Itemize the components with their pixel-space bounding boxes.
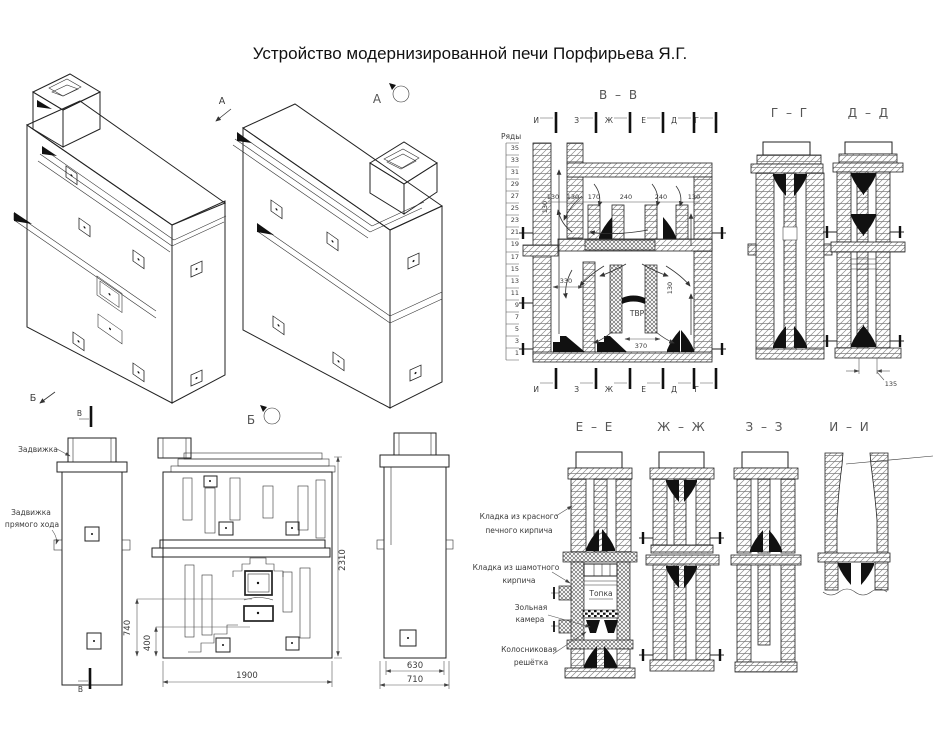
callout-shamot-1: Кладка из шамотного — [473, 563, 560, 572]
row-number: 23 — [511, 216, 519, 224]
section-gg: Г – Г — [747, 106, 833, 360]
section-dd: Д – Д 135 — [821, 106, 906, 388]
section-ee: Е – Е Топка — [473, 420, 638, 679]
callout-red-brick-2: печного кирпича — [485, 526, 552, 535]
callout-red-brick-1: Кладка из красного — [480, 512, 559, 521]
cut-marks-top: И З Ж Е Д Г — [533, 112, 718, 133]
front-view: Б — [123, 405, 348, 687]
row-number: 21 — [511, 228, 519, 236]
cut-letter: И — [533, 116, 539, 125]
cut-letter-v: В — [78, 685, 83, 694]
section-jj-label: Ж – Ж — [657, 420, 706, 434]
dim-label: 130 — [541, 201, 549, 213]
section-ii-label: И – И — [829, 420, 871, 434]
cut-letter: И — [533, 385, 539, 394]
isometric-view-back: А — [232, 83, 444, 409]
row-number: 11 — [511, 289, 519, 297]
row-number: 19 — [511, 240, 519, 248]
row-number: 5 — [515, 325, 519, 333]
cut-letter: Ж — [605, 116, 613, 125]
dim-label: 370 — [635, 342, 647, 350]
callout-zadv-ph-1: Задвижка — [11, 508, 51, 517]
side-view-right: 630 710 — [376, 432, 454, 689]
dim-label: 740 — [123, 620, 133, 636]
dim-label: 1900 — [236, 671, 258, 681]
section-vv: В – В И З Ж Е Д Г Ряды 35 33 31 29 27 — [501, 88, 728, 394]
cut-letter: Ж — [605, 385, 613, 394]
cut-marks-bottom: И З Ж Е Д Г — [533, 368, 718, 394]
dim-label: 130 — [547, 193, 559, 201]
dim-label: 710 — [407, 675, 423, 685]
callout-zadvizhka: Задвижка — [18, 445, 58, 454]
callout-ash-chamber-2: камера — [516, 615, 545, 624]
section-zz-label: З – З — [745, 420, 784, 434]
dim-label: 240 — [620, 193, 632, 201]
section-zz: З – З — [730, 420, 802, 673]
view-arrow-b-label: Б — [30, 393, 37, 404]
dim-label: 130 — [688, 193, 700, 201]
callout-grate-2: решётка — [514, 658, 548, 667]
dim-label: 240 — [655, 193, 667, 201]
dim-label: 630 — [407, 661, 423, 671]
row-number: 25 — [511, 204, 519, 212]
cut-letter: Е — [641, 385, 646, 394]
callout-ash-chamber-1: Зольная — [515, 603, 548, 612]
side-view-left: Задвижка Задвижка прямого хода В В — [5, 406, 131, 694]
dim-label: 130 — [666, 282, 674, 294]
dim-label: 170 — [588, 193, 600, 201]
row-number: 1 — [515, 349, 519, 357]
row-number: 17 — [511, 253, 519, 261]
section-ee-label: Е – Е — [576, 420, 615, 434]
row-number: 31 — [511, 168, 519, 176]
ash-door-iso — [97, 313, 123, 345]
topka-label: Топка — [588, 589, 612, 598]
rows-title: Ряды — [501, 132, 521, 141]
row-number: 9 — [515, 301, 519, 309]
iso-view-a-label: А — [373, 92, 383, 106]
cut-letter: З — [574, 385, 579, 394]
row-number: 3 — [515, 337, 519, 345]
section-dd-label: Д – Д — [848, 106, 890, 120]
section-vv-label: В – В — [599, 88, 639, 102]
row-number: 13 — [511, 277, 519, 285]
row-number: 27 — [511, 192, 519, 200]
cut-letter: Д — [671, 385, 677, 394]
dim-label: 330 — [560, 277, 572, 285]
cut-letter: Г — [694, 116, 699, 125]
section-jj: Ж – Ж — [637, 420, 726, 672]
tvr-label: ТВР — [629, 309, 645, 318]
callout-grate-1: Колосниковая — [501, 645, 557, 654]
cut-letter: Г — [694, 385, 699, 394]
cut-letter: Д — [671, 116, 677, 125]
dim-label: 135 — [885, 380, 897, 388]
row-number: 15 — [511, 265, 519, 273]
row-number: 33 — [511, 156, 519, 164]
isometric-view-front: А Б — [13, 73, 232, 404]
cut-letter: З — [574, 116, 579, 125]
section-gg-label: Г – Г — [771, 106, 809, 120]
rows-scale: Ряды 35 33 31 29 27 25 23 21 19 17 15 13… — [501, 132, 521, 361]
front-view-label: Б — [247, 413, 257, 427]
firebox-door-iso — [96, 275, 123, 314]
cut-letter-v: В — [77, 409, 82, 418]
callout-shamot-2: кирпича — [503, 576, 536, 585]
row-number: 29 — [511, 180, 519, 188]
callout-zadv-ph-2: прямого хода — [5, 520, 59, 529]
dim-label: 400 — [143, 635, 153, 651]
row-number: 35 — [511, 144, 519, 152]
section-ii: И – И — [817, 420, 934, 596]
dim-label: 2310 — [338, 549, 348, 571]
dim-label: 130 — [567, 193, 579, 201]
view-arrow-a-label: А — [219, 96, 226, 107]
cut-letter: Е — [641, 116, 646, 125]
page-title: Устройство модернизированной печи Порфир… — [252, 44, 688, 63]
row-number: 7 — [515, 313, 519, 321]
